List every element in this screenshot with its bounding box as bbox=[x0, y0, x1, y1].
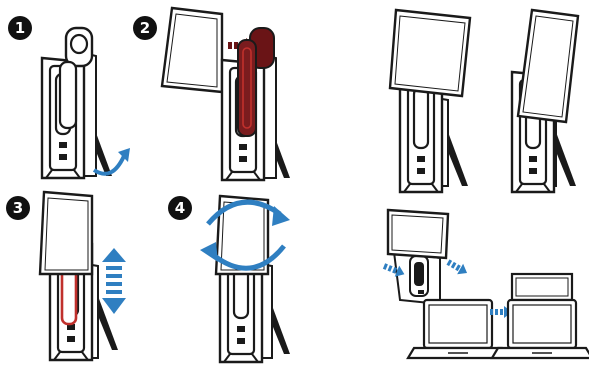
arrow-icon bbox=[445, 256, 471, 279]
tablet-icon bbox=[516, 8, 580, 124]
kickstand-open-arrow bbox=[92, 155, 126, 176]
portrait-mount-example bbox=[510, 8, 580, 194]
step-2-badge: 2 bbox=[133, 16, 157, 40]
step-4-panel: 4 bbox=[168, 194, 290, 364]
tablet-icon bbox=[386, 208, 450, 260]
step-4-badge: 4 bbox=[168, 196, 192, 220]
phone-stand-icon bbox=[40, 26, 112, 180]
phone-stand-icon bbox=[392, 250, 441, 306]
step-1-panel: 1 bbox=[8, 16, 130, 180]
step-4-number: 4 bbox=[175, 199, 185, 217]
step-1-badge: 1 bbox=[8, 16, 32, 40]
height-adjust-arrow bbox=[102, 248, 126, 314]
laptop-attach-example bbox=[381, 208, 589, 360]
step-3-badge: 3 bbox=[6, 196, 30, 220]
tablet-icon bbox=[38, 190, 94, 276]
step-1-number: 1 bbox=[15, 19, 25, 37]
rotate-arrows bbox=[200, 199, 290, 271]
step-3-panel: 3 bbox=[6, 190, 126, 362]
step-2-number: 2 bbox=[140, 19, 150, 37]
tablet-icon bbox=[160, 6, 224, 94]
step-2-panel: 2 bbox=[133, 6, 290, 182]
laptop-icon bbox=[406, 298, 510, 360]
phone-stand-icon bbox=[398, 70, 468, 194]
arrow-icon bbox=[118, 148, 130, 162]
laptop-icon bbox=[490, 272, 589, 360]
phone-stand-icon bbox=[220, 27, 290, 182]
landscape-mount-example bbox=[388, 8, 472, 194]
tablet-icon bbox=[214, 194, 270, 276]
tablet-icon bbox=[388, 8, 472, 98]
step-3-number: 3 bbox=[13, 199, 23, 217]
